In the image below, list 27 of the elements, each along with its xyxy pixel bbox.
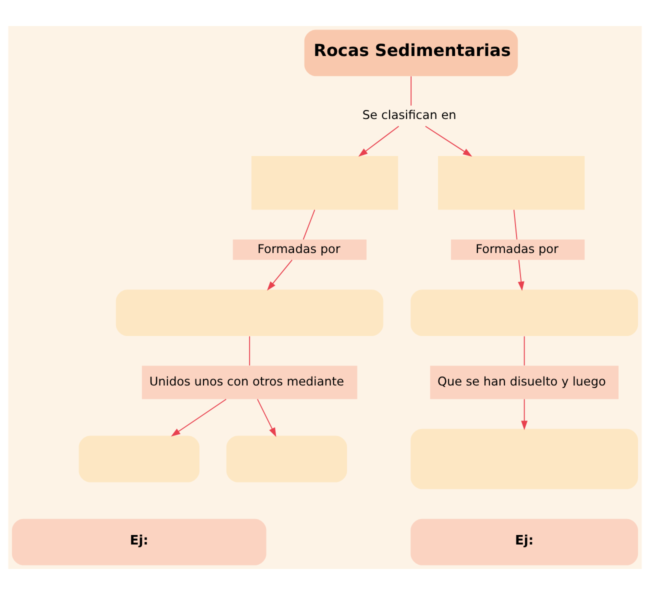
connector [524, 335, 525, 366]
node-box: Formadas por [232, 238, 367, 260]
arrow [257, 398, 276, 436]
arrow [521, 398, 528, 430]
arrow [518, 258, 524, 290]
node-box [251, 155, 398, 210]
node-box: Unidos unos con otros mediante [142, 365, 358, 399]
node-box: Ej: [410, 518, 638, 565]
node-box [226, 435, 348, 482]
connector [249, 335, 250, 366]
arrow [170, 398, 227, 436]
node-box: Que se han disuelto y luego [430, 365, 619, 399]
node-box [78, 435, 200, 482]
arrow [424, 125, 472, 156]
arrow [267, 258, 293, 290]
connector [302, 208, 316, 240]
connector [513, 208, 518, 240]
arrow [358, 125, 400, 156]
node-box [438, 155, 585, 210]
node-text: Se clasifican en [362, 108, 456, 122]
node-box: Ej: [12, 518, 266, 565]
node-box [410, 428, 638, 489]
node-box [410, 289, 638, 336]
node-box [116, 289, 384, 336]
node-box: Formadas por [451, 238, 585, 260]
connector [410, 75, 412, 106]
node-box: Rocas Sedimentarias [304, 29, 518, 76]
